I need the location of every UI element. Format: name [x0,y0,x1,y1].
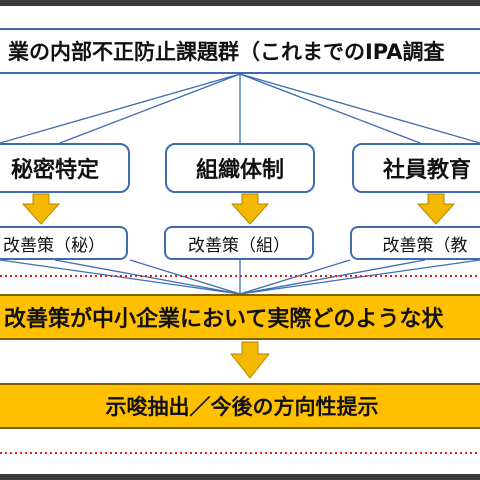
down-arrow-icon [416,193,456,225]
improvement-box-secret: 改善策（秘） [0,226,128,260]
category-label: 社員教育 [382,158,471,183]
connector-line [239,73,421,144]
down-arrow-icon [229,341,271,379]
connector-line [239,73,480,144]
research-question-bar: 改善策が中小企業において実際どのような状 [0,294,480,340]
improvement-box-education: 改善策（教 [350,226,480,260]
improvement-label: 改善策（組） [188,235,290,256]
category-label: 組織体制 [195,158,284,183]
result-bar: 示唆抽出／今後の方向性提示 [0,383,480,429]
category-box-secret: 秘密特定 [0,143,130,193]
issues-header-label: 業の内部不正防止課題群（これまでのIPA調査 [8,40,445,64]
improvement-box-organization: 改善策（組） [164,226,314,260]
result-label: 示唆抽出／今後の方向性提示 [105,395,379,419]
category-label: 秘密特定 [10,158,99,183]
connector-line [54,259,241,295]
connector-line [59,73,241,144]
down-arrow-icon [230,193,270,225]
issues-header-box: 業の内部不正防止課題群（これまでのIPA調査 [0,28,480,74]
connector-line [0,73,241,144]
connector-line [239,259,426,295]
improvement-label: 改善策（教 [382,235,468,256]
down-arrow-icon [21,193,61,225]
category-box-organization: 組織体制 [165,143,315,193]
research-question-label: 改善策が中小企業において実際どのような状 [4,307,444,332]
category-box-education: 社員教育 [352,143,480,193]
improvement-label: 改善策（秘） [3,235,105,256]
